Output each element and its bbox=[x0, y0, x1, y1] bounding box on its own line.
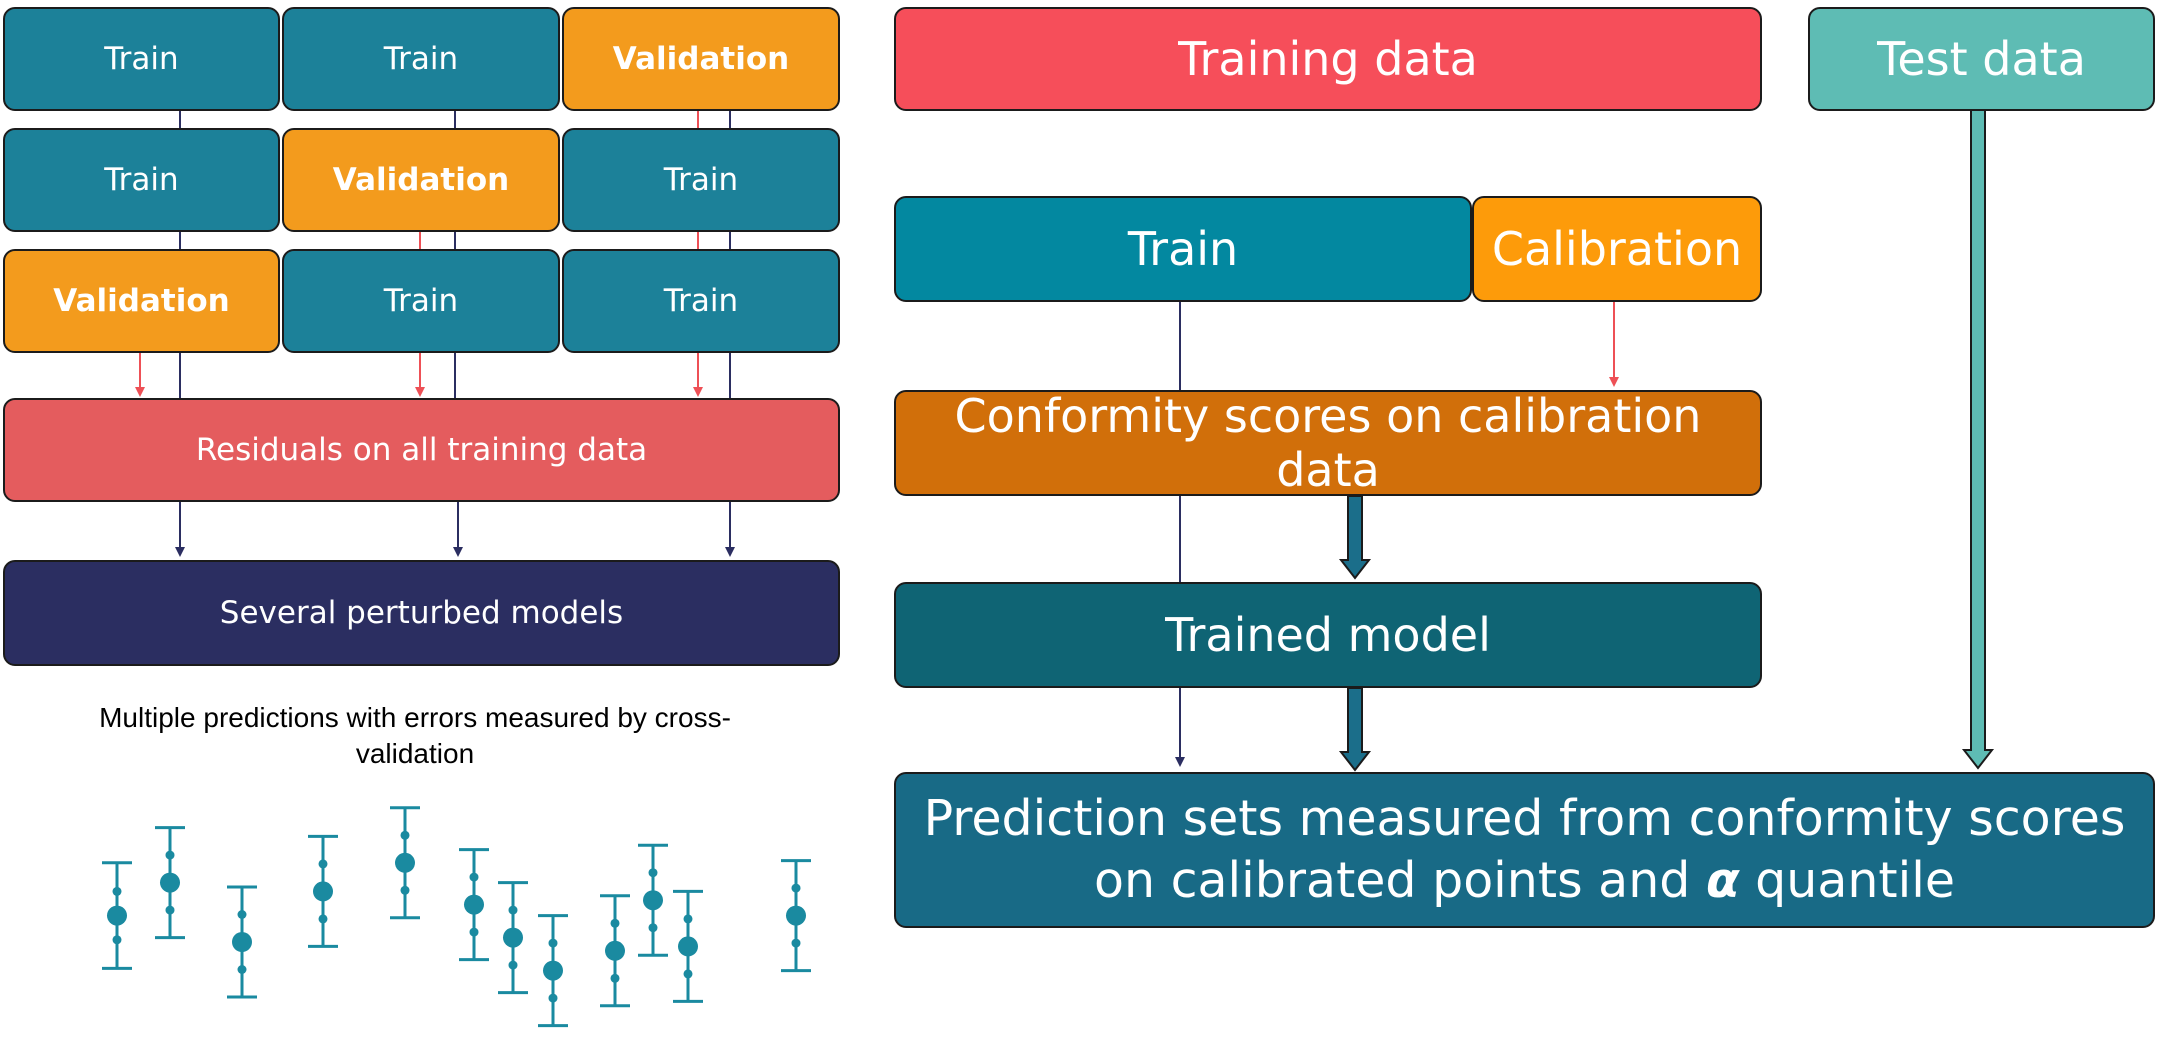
prediction-line-1: Prediction sets measured from conformity… bbox=[923, 790, 2126, 847]
error-bar-7-inner-bottom bbox=[508, 960, 518, 970]
cv-row2-fold2: Validation bbox=[282, 128, 560, 232]
prediction-sets-box: Prediction sets measured from conformity… bbox=[894, 772, 2155, 928]
cv-row3-fold1: Validation bbox=[3, 249, 280, 353]
error-bar-plot bbox=[102, 806, 811, 1028]
prediction-line-2: on calibrated points and α quantile bbox=[1094, 850, 1955, 912]
error-bar-10-inner-top bbox=[648, 868, 658, 878]
calibration-box: Calibration bbox=[1472, 196, 1762, 302]
prediction-line-2-start: on calibrated points and bbox=[1093, 852, 1706, 909]
error-bar-2-inner-top bbox=[165, 850, 175, 860]
error-bar-11-point bbox=[678, 936, 698, 957]
error-bar-10-point bbox=[643, 890, 663, 911]
error-bar-9-inner-bottom bbox=[610, 973, 620, 983]
error-bar-7-point bbox=[503, 927, 523, 948]
error-bar-8-inner-top bbox=[548, 938, 558, 948]
perturbed-models-box: Several perturbed models bbox=[3, 560, 840, 666]
trained-model-box: Trained model bbox=[894, 582, 1762, 688]
cv-row3-fold3: Train bbox=[562, 249, 840, 353]
error-bar-4-inner-bottom bbox=[318, 914, 328, 924]
error-bar-2-inner-bottom bbox=[165, 905, 175, 915]
error-bar-5-inner-top bbox=[400, 830, 410, 840]
error-bar-12-point bbox=[786, 905, 806, 926]
prediction-line-2-end: quantile bbox=[1739, 852, 1956, 909]
error-bar-8-point bbox=[543, 960, 563, 981]
error-bar-3-inner-top bbox=[237, 910, 247, 919]
test-data-box: Test data bbox=[1808, 7, 2155, 111]
error-bar-9-inner-top bbox=[610, 918, 620, 928]
alpha-symbol: α bbox=[1705, 852, 1740, 909]
cv-row1-fold2: Train bbox=[282, 7, 560, 111]
error-bar-3-point bbox=[232, 932, 252, 952]
residuals-box: Residuals on all training data bbox=[3, 398, 840, 502]
thick-arrow-model-prediction bbox=[1338, 687, 1372, 772]
cv-row1-fold1: Train bbox=[3, 7, 280, 111]
thick-arrow-test-prediction bbox=[1961, 109, 1995, 770]
error-bar-2-point bbox=[160, 872, 180, 893]
cv-row2-fold3: Train bbox=[562, 128, 840, 232]
error-bar-8-inner-bottom bbox=[548, 993, 558, 1003]
error-bar-1-inner-bottom bbox=[112, 935, 122, 945]
conformity-scores-box: Conformity scores on calibration data bbox=[894, 389, 1762, 497]
error-bar-9-point bbox=[605, 940, 625, 961]
error-bar-1-point bbox=[107, 905, 127, 926]
cv-row1-fold3: Validation bbox=[562, 7, 840, 111]
error-bar-10-inner-bottom bbox=[648, 923, 658, 933]
error-bar-5-inner-bottom bbox=[400, 885, 410, 895]
error-bar-11-inner-bottom bbox=[683, 969, 693, 979]
error-bar-6-inner-bottom bbox=[469, 927, 479, 937]
error-bar-5-point bbox=[395, 852, 415, 873]
error-bar-3-inner-bottom bbox=[237, 965, 247, 974]
error-bar-12-inner-bottom bbox=[791, 938, 801, 948]
error-bar-7-inner-top bbox=[508, 905, 518, 915]
error-bar-6-point bbox=[464, 894, 484, 915]
error-bar-11-inner-top bbox=[683, 914, 693, 924]
error-bar-4-inner-top bbox=[318, 859, 328, 869]
cv-row3-fold2: Train bbox=[282, 249, 560, 353]
cv-row2-fold1: Train bbox=[3, 128, 280, 232]
cv-caption: Multiple predictions with errors measure… bbox=[99, 702, 731, 769]
error-bar-12-inner-top bbox=[791, 883, 801, 893]
error-bar-4-point bbox=[313, 881, 333, 902]
training-data-box: Training data bbox=[894, 7, 1762, 111]
thick-arrow-scores-model bbox=[1338, 495, 1372, 580]
error-bar-1-inner-top bbox=[112, 886, 122, 896]
sc-train-box: Train bbox=[894, 196, 1472, 302]
error-bar-6-inner-top bbox=[469, 872, 479, 882]
